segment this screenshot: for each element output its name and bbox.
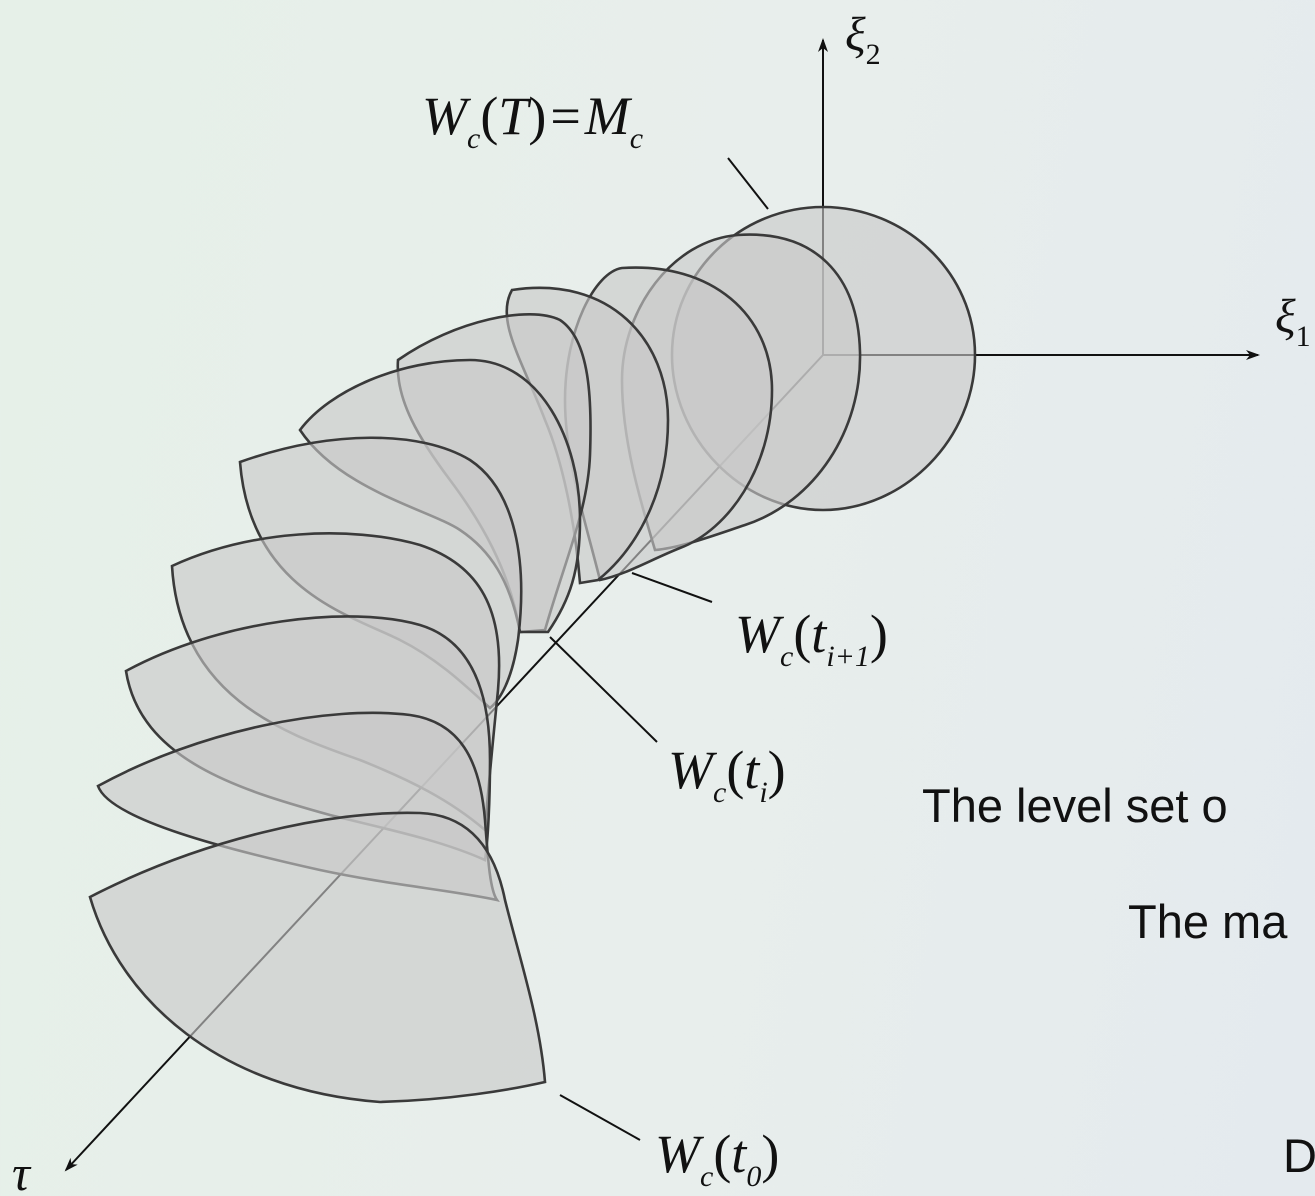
caption-line-3: D [1283, 1129, 1315, 1182]
caption-line-1: The level set o [922, 779, 1228, 832]
label-wc-T-eq-Mc: Wc(T)=Mc [422, 86, 643, 155]
slices-group [88, 205, 977, 1104]
xi1-label: ξ1 [1275, 290, 1311, 353]
caption-line-2: The ma [1128, 895, 1288, 948]
leader-ti1 [631, 572, 713, 603]
reachable-set-slice [88, 811, 547, 1104]
tau-label: τ [12, 1145, 32, 1196]
leader-top [727, 157, 769, 210]
leader-ti [549, 636, 658, 743]
label-wc-ti: Wc(ti) [668, 740, 786, 809]
xi2-label: ξ2 [845, 8, 881, 71]
label-wc-ti1: Wc(ti+1) [735, 604, 888, 673]
label-wc-t0: Wc(t0) [655, 1124, 779, 1193]
leader-t0 [559, 1094, 641, 1141]
